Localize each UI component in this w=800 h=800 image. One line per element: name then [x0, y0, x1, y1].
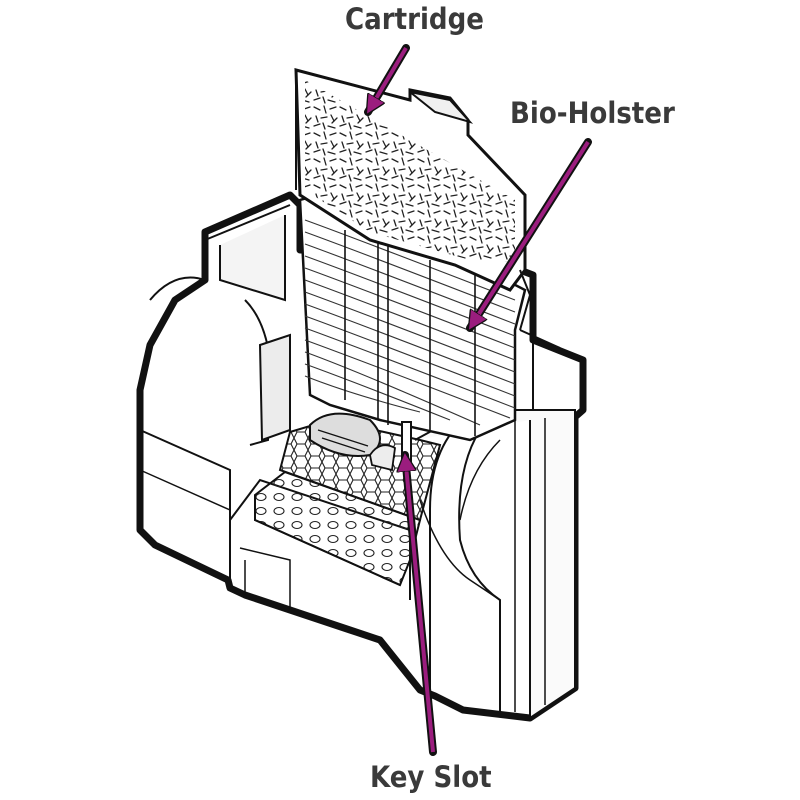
arrow-cartridge: [364, 44, 410, 112]
label-bio-holster: Bio-Holster: [510, 96, 675, 130]
cartridge: [294, 68, 532, 331]
arrow-key-slot: [405, 455, 437, 756]
label-cartridge: Cartridge: [345, 2, 484, 36]
arrow-bio-holster: [466, 138, 592, 328]
media-trays: [254, 412, 442, 587]
label-key-slot: Key Slot: [370, 760, 492, 794]
